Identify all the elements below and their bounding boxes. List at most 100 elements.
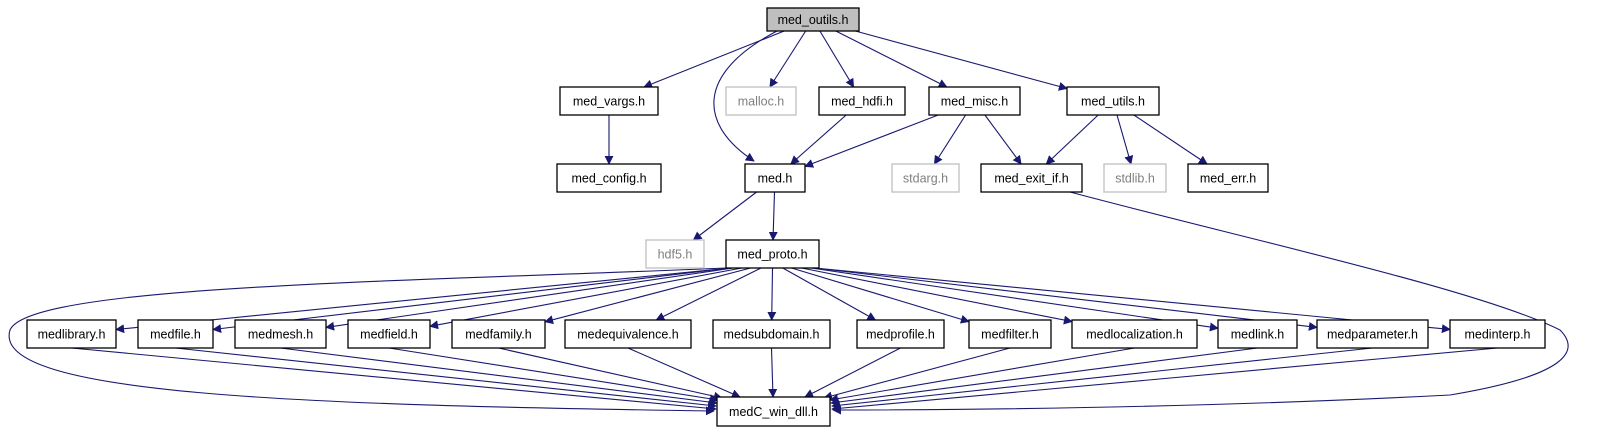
node-med-exit-if-h[interactable]: med_exit_if.h: [980, 163, 1083, 193]
edge-med-utils-h-to-med-err-h: [1133, 114, 1208, 165]
node-box: [766, 7, 860, 32]
edge-medsubdomain-h-to-medC-win-dll-h: [768, 347, 778, 398]
node-box: [234, 319, 327, 349]
edge-medinterp-h-to-medC-win-dll-h: [831, 347, 1498, 413]
edge-med-outils-h-to-med-utils-h: [855, 30, 1068, 91]
node-label: stdarg.h: [903, 172, 948, 186]
node-med-h[interactable]: med.h: [744, 163, 806, 193]
node-med-outils-h[interactable]: med_outils.h: [766, 7, 860, 32]
node-medfilter-h[interactable]: medfilter.h: [968, 319, 1052, 349]
edge-med-misc-h-to-stdarg-h: [933, 114, 967, 165]
node-label: med_vargs.h: [573, 95, 645, 109]
node-box: [564, 319, 692, 349]
node-label: malloc.h: [738, 95, 785, 109]
node-box: [725, 239, 820, 269]
edge-med-utils-h-to-stdlib-h: [1116, 114, 1134, 165]
edge-med-outils-h-to-med-misc-h: [835, 30, 948, 88]
node-medparameter-h[interactable]: medparameter.h: [1316, 319, 1429, 349]
edge-medlibrary-h-to-medC-win-dll-h: [71, 347, 717, 413]
node-label: hdf5.h: [658, 248, 693, 262]
node-box: [891, 163, 960, 193]
node-med-config-h[interactable]: med_config.h: [556, 163, 662, 193]
edge-med-utils-h-to-med-exit-if-h: [1045, 114, 1099, 165]
node-label: med_misc.h: [941, 95, 1008, 109]
node-box: [928, 86, 1021, 116]
edge-medlink-h-to-medC-win-dll-h: [830, 347, 1258, 407]
node-medlink-h[interactable]: medlink.h: [1217, 319, 1298, 349]
node-label: medfield.h: [360, 328, 418, 342]
node-label: medfamily.h: [465, 328, 532, 342]
edge-med-proto-h-to-medfield-h: [429, 267, 743, 330]
edge-medfilter-h-to-medC-win-dll-h: [823, 347, 1011, 401]
edge-med-proto-h-to-medlibrary-h: [115, 267, 731, 334]
node-med-hdfi-h[interactable]: med_hdfi.h: [818, 86, 906, 116]
edge-med-h-to-med-proto-h: [768, 191, 778, 241]
node-box: [347, 319, 431, 349]
node-box: [856, 319, 945, 349]
node-label: med_outils.h: [778, 13, 849, 27]
edge-med-exit-if-h-to-medC-win-dll-h: [832, 191, 1569, 415]
edge-med-proto-h-to-medfilter-h: [791, 267, 970, 324]
node-med-vargs-h[interactable]: med_vargs.h: [559, 86, 659, 116]
node-med-misc-h[interactable]: med_misc.h: [928, 86, 1021, 116]
node-medinterp-h[interactable]: medinterp.h: [1449, 319, 1546, 349]
node-box: [1103, 163, 1167, 193]
node-medlocalization-h[interactable]: medlocalization.h: [1071, 319, 1198, 349]
node-box: [980, 163, 1083, 193]
edge-med-outils-h-to-med-hdfi-h: [819, 30, 855, 88]
node-box: [451, 319, 546, 349]
node-label: med_proto.h: [737, 248, 807, 262]
node-box: [712, 319, 831, 349]
node-label: medsubdomain.h: [724, 328, 820, 342]
node-box: [645, 239, 705, 269]
node-med-proto-h[interactable]: med_proto.h: [725, 239, 820, 269]
node-label: stdlib.h: [1115, 172, 1155, 186]
node-medprofile-h[interactable]: medprofile.h: [856, 319, 945, 349]
node-medsubdomain-h[interactable]: medsubdomain.h: [712, 319, 831, 349]
node-box: [818, 86, 906, 116]
node-label: medlocalization.h: [1086, 328, 1183, 342]
node-label: med_hdfi.h: [831, 95, 893, 109]
node-box: [137, 319, 214, 349]
edge-layer: [8, 30, 1569, 416]
edge-med-proto-h-to-medC-win-dll-h: [8, 267, 727, 416]
node-label: med_exit_if.h: [994, 172, 1068, 186]
edge-med-misc-h-to-med-h: [804, 114, 939, 168]
node-label: medparameter.h: [1327, 328, 1418, 342]
edge-medmesh-h-to-medC-win-dll-h: [280, 347, 718, 407]
node-medfield-h[interactable]: medfield.h: [347, 319, 431, 349]
edge-med-outils-h-to-malloc-h: [769, 30, 807, 88]
node-label: medfilter.h: [981, 328, 1039, 342]
edge-med-proto-h-to-medfamily-h: [544, 267, 751, 325]
edge-medfield-h-to-medC-win-dll-h: [388, 347, 719, 404]
node-hdf5-h: hdf5.h: [645, 239, 705, 269]
edge-med-proto-h-to-medfile-h: [212, 267, 731, 334]
edge-medparameter-h-to-medC-win-dll-h: [831, 347, 1373, 410]
node-label: medlibrary.h: [38, 328, 106, 342]
node-label: medequivalence.h: [577, 328, 679, 342]
node-medfamily-h[interactable]: medfamily.h: [451, 319, 546, 349]
node-stdarg-h: stdarg.h: [891, 163, 960, 193]
node-med-err-h[interactable]: med_err.h: [1187, 163, 1269, 193]
node-box: [26, 319, 117, 349]
edge-med-hdfi-h-to-med-h: [790, 114, 847, 165]
node-label: med.h: [758, 172, 793, 186]
node-label: med_utils.h: [1081, 95, 1145, 109]
edge-med-h-to-hdf5-h: [692, 191, 757, 241]
edge-med-proto-h-to-medsubdomain-h: [767, 267, 777, 321]
node-label: medinterp.h: [1464, 328, 1530, 342]
node-box: [1187, 163, 1269, 193]
edge-med-proto-h-to-medinterp-h: [814, 267, 1451, 334]
edge-med-proto-h-to-medlink-h: [811, 267, 1219, 332]
node-box: [1217, 319, 1298, 349]
node-label: medC_win_dll.h: [729, 405, 818, 419]
node-medlibrary-h[interactable]: medlibrary.h: [26, 319, 117, 349]
node-medequivalence-h[interactable]: medequivalence.h: [564, 319, 692, 349]
node-box: [716, 396, 831, 427]
node-medmesh-h[interactable]: medmesh.h: [234, 319, 327, 349]
edge-med-proto-h-to-medmesh-h: [325, 267, 734, 331]
node-medfile-h[interactable]: medfile.h: [137, 319, 214, 349]
node-med-utils-h[interactable]: med_utils.h: [1066, 86, 1160, 116]
node-medC-win-dll-h[interactable]: medC_win_dll.h: [716, 396, 831, 427]
